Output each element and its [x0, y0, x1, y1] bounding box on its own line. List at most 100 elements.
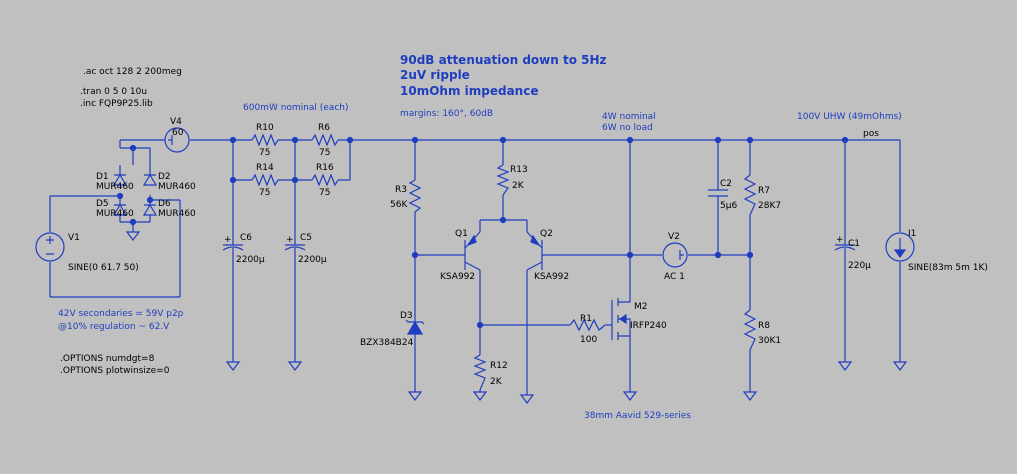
comment-spec-1: 90dB attenuation down to 5Hz	[400, 53, 607, 67]
resistor-r1[interactable]: R1 100	[569, 314, 606, 345]
d3-value: BZX384B24	[360, 338, 414, 348]
c5-polarity: +	[286, 235, 294, 245]
r7-name: R7	[758, 186, 770, 196]
source-v1[interactable]: V1 SINE(0 61.7 50)	[35, 232, 139, 273]
r16-name: R16	[316, 163, 334, 173]
c1-name: C1	[848, 239, 860, 249]
r1-name: R1	[580, 314, 592, 324]
r14-name: R14	[256, 163, 274, 173]
v1-value: SINE(0 61.7 50)	[68, 263, 139, 273]
r12-value: 2K	[490, 377, 503, 387]
r1-value: 100	[580, 335, 597, 345]
comment-heatsink: 38mm Aavid 529-series	[584, 411, 691, 421]
comment-power-1: 4W nominal	[602, 112, 656, 122]
q1-value: KSA992	[440, 272, 475, 282]
source-v2[interactable]: V2 AC 1	[662, 232, 688, 282]
capacitor-c5[interactable]: + C5 2200µ	[284, 232, 327, 265]
comment-secondaries-1: 42V secondaries = 59V p2p	[58, 309, 184, 319]
c6-polarity: +	[224, 235, 232, 245]
directive-ac: .ac oct 128 2 200meg	[83, 67, 182, 77]
v4-value: 60	[172, 128, 184, 138]
r3-name: R3	[395, 185, 407, 195]
m2-value: IRFP240	[630, 321, 667, 331]
c6-value: 2200µ	[236, 255, 265, 265]
net-label-pos: pos	[863, 129, 879, 139]
resistor-r12[interactable]: R12 2K	[473, 354, 508, 391]
v2-name: V2	[668, 232, 680, 242]
comment-margins: margins: 160°, 60dB	[400, 109, 493, 119]
d5-value: MUR460	[96, 209, 134, 219]
wires	[49, 136, 901, 395]
r13-value: 2K	[512, 181, 525, 191]
d1-value: MUR460	[96, 182, 134, 192]
d2-value: MUR460	[158, 182, 196, 192]
resistor-r16[interactable]: R16 75	[311, 163, 339, 198]
v4-name: V4	[170, 117, 182, 127]
d6-value: MUR460	[158, 209, 196, 219]
r10-name: R10	[256, 123, 274, 133]
d5-name: D5	[96, 199, 109, 209]
directive-options-2: .OPTIONS plotwinsize=0	[60, 366, 170, 376]
directive-tran: .tran 0 5 0 10u	[80, 87, 147, 97]
diode-d6[interactable]: D6 MUR460	[142, 199, 196, 219]
diode-d1[interactable]: D1 MUR460	[96, 172, 134, 192]
resistor-r13[interactable]: R13 2K	[496, 164, 528, 196]
diode-d5[interactable]: D5 MUR460	[96, 199, 134, 219]
i1-name: I1	[908, 229, 916, 239]
resistor-r10[interactable]: R10 75	[251, 123, 279, 158]
d2-name: D2	[158, 172, 171, 182]
r8-value: 30K1	[758, 336, 781, 346]
d6-name: D6	[158, 199, 171, 209]
capacitor-c6[interactable]: + C6 2200µ	[222, 232, 265, 265]
resistor-r8[interactable]: R8 30K1	[743, 309, 781, 351]
diode-d2[interactable]: D2 MUR460	[142, 172, 196, 192]
ground-rectifier	[125, 231, 141, 241]
c5-name: C5	[300, 233, 312, 243]
ground-symbols	[225, 361, 908, 404]
d1-name: D1	[96, 172, 109, 182]
r6-name: R6	[318, 123, 330, 133]
c6-name: C6	[240, 233, 252, 243]
transistor-q2[interactable]: Q2 KSA992	[526, 229, 569, 282]
comment-spec-2: 2uV ripple	[400, 68, 470, 82]
q2-value: KSA992	[534, 272, 569, 282]
c1-polarity: +	[836, 235, 844, 245]
q2-name: Q2	[540, 229, 553, 239]
d3-name: D3	[400, 311, 413, 321]
c1-value: 220µ	[848, 261, 871, 271]
comment-secondaries-2: @10% regulation ~ 62.V	[58, 322, 170, 332]
v2-value: AC 1	[664, 272, 685, 282]
m2-name: M2	[634, 302, 648, 312]
r7-value: 28K7	[758, 201, 781, 211]
r10-value: 75	[259, 148, 270, 158]
v1-name: V1	[68, 233, 80, 243]
i1-value: SINE(83m 5m 1K)	[908, 263, 988, 273]
c2-name: C2	[720, 179, 732, 189]
comment-power-2: 6W no load	[602, 123, 653, 133]
r13-name: R13	[510, 165, 528, 175]
directive-options-1: .OPTIONS numdgt=8	[60, 354, 155, 364]
resistor-r14[interactable]: R14 75	[251, 163, 279, 198]
directive-inc: .inc FQP9P25.lib	[80, 99, 153, 109]
r6-value: 75	[319, 148, 330, 158]
c5-value: 2200µ	[298, 255, 327, 265]
capacitor-c1[interactable]: + C1 220µ	[834, 232, 871, 271]
capacitor-c2[interactable]: C2 5µ6	[708, 175, 737, 211]
resistor-r7[interactable]: R7 28K7	[743, 174, 781, 216]
comment-spec-3: 10mOhm impedance	[400, 84, 538, 98]
comment-uhw: 100V UHW (49mOhms)	[797, 112, 902, 122]
r8-name: R8	[758, 321, 770, 331]
zener-d3[interactable]: D3 BZX384B24	[360, 311, 425, 348]
r12-name: R12	[490, 361, 508, 371]
r16-value: 75	[319, 188, 330, 198]
resistor-r3[interactable]: R3 56K	[390, 179, 422, 213]
comment-nominal-each: 600mW nominal (each)	[243, 103, 349, 113]
source-v4[interactable]: V4 60	[164, 117, 190, 153]
resistor-r6[interactable]: R6 75	[311, 123, 339, 158]
current-source-i1[interactable]: I1 SINE(83m 5m 1K)	[885, 229, 988, 273]
q1-name: Q1	[455, 229, 468, 239]
transistor-q1[interactable]: Q1 KSA992	[440, 229, 481, 282]
r14-value: 75	[259, 188, 270, 198]
mosfet-m2[interactable]: M2 IRFP240	[611, 295, 667, 345]
